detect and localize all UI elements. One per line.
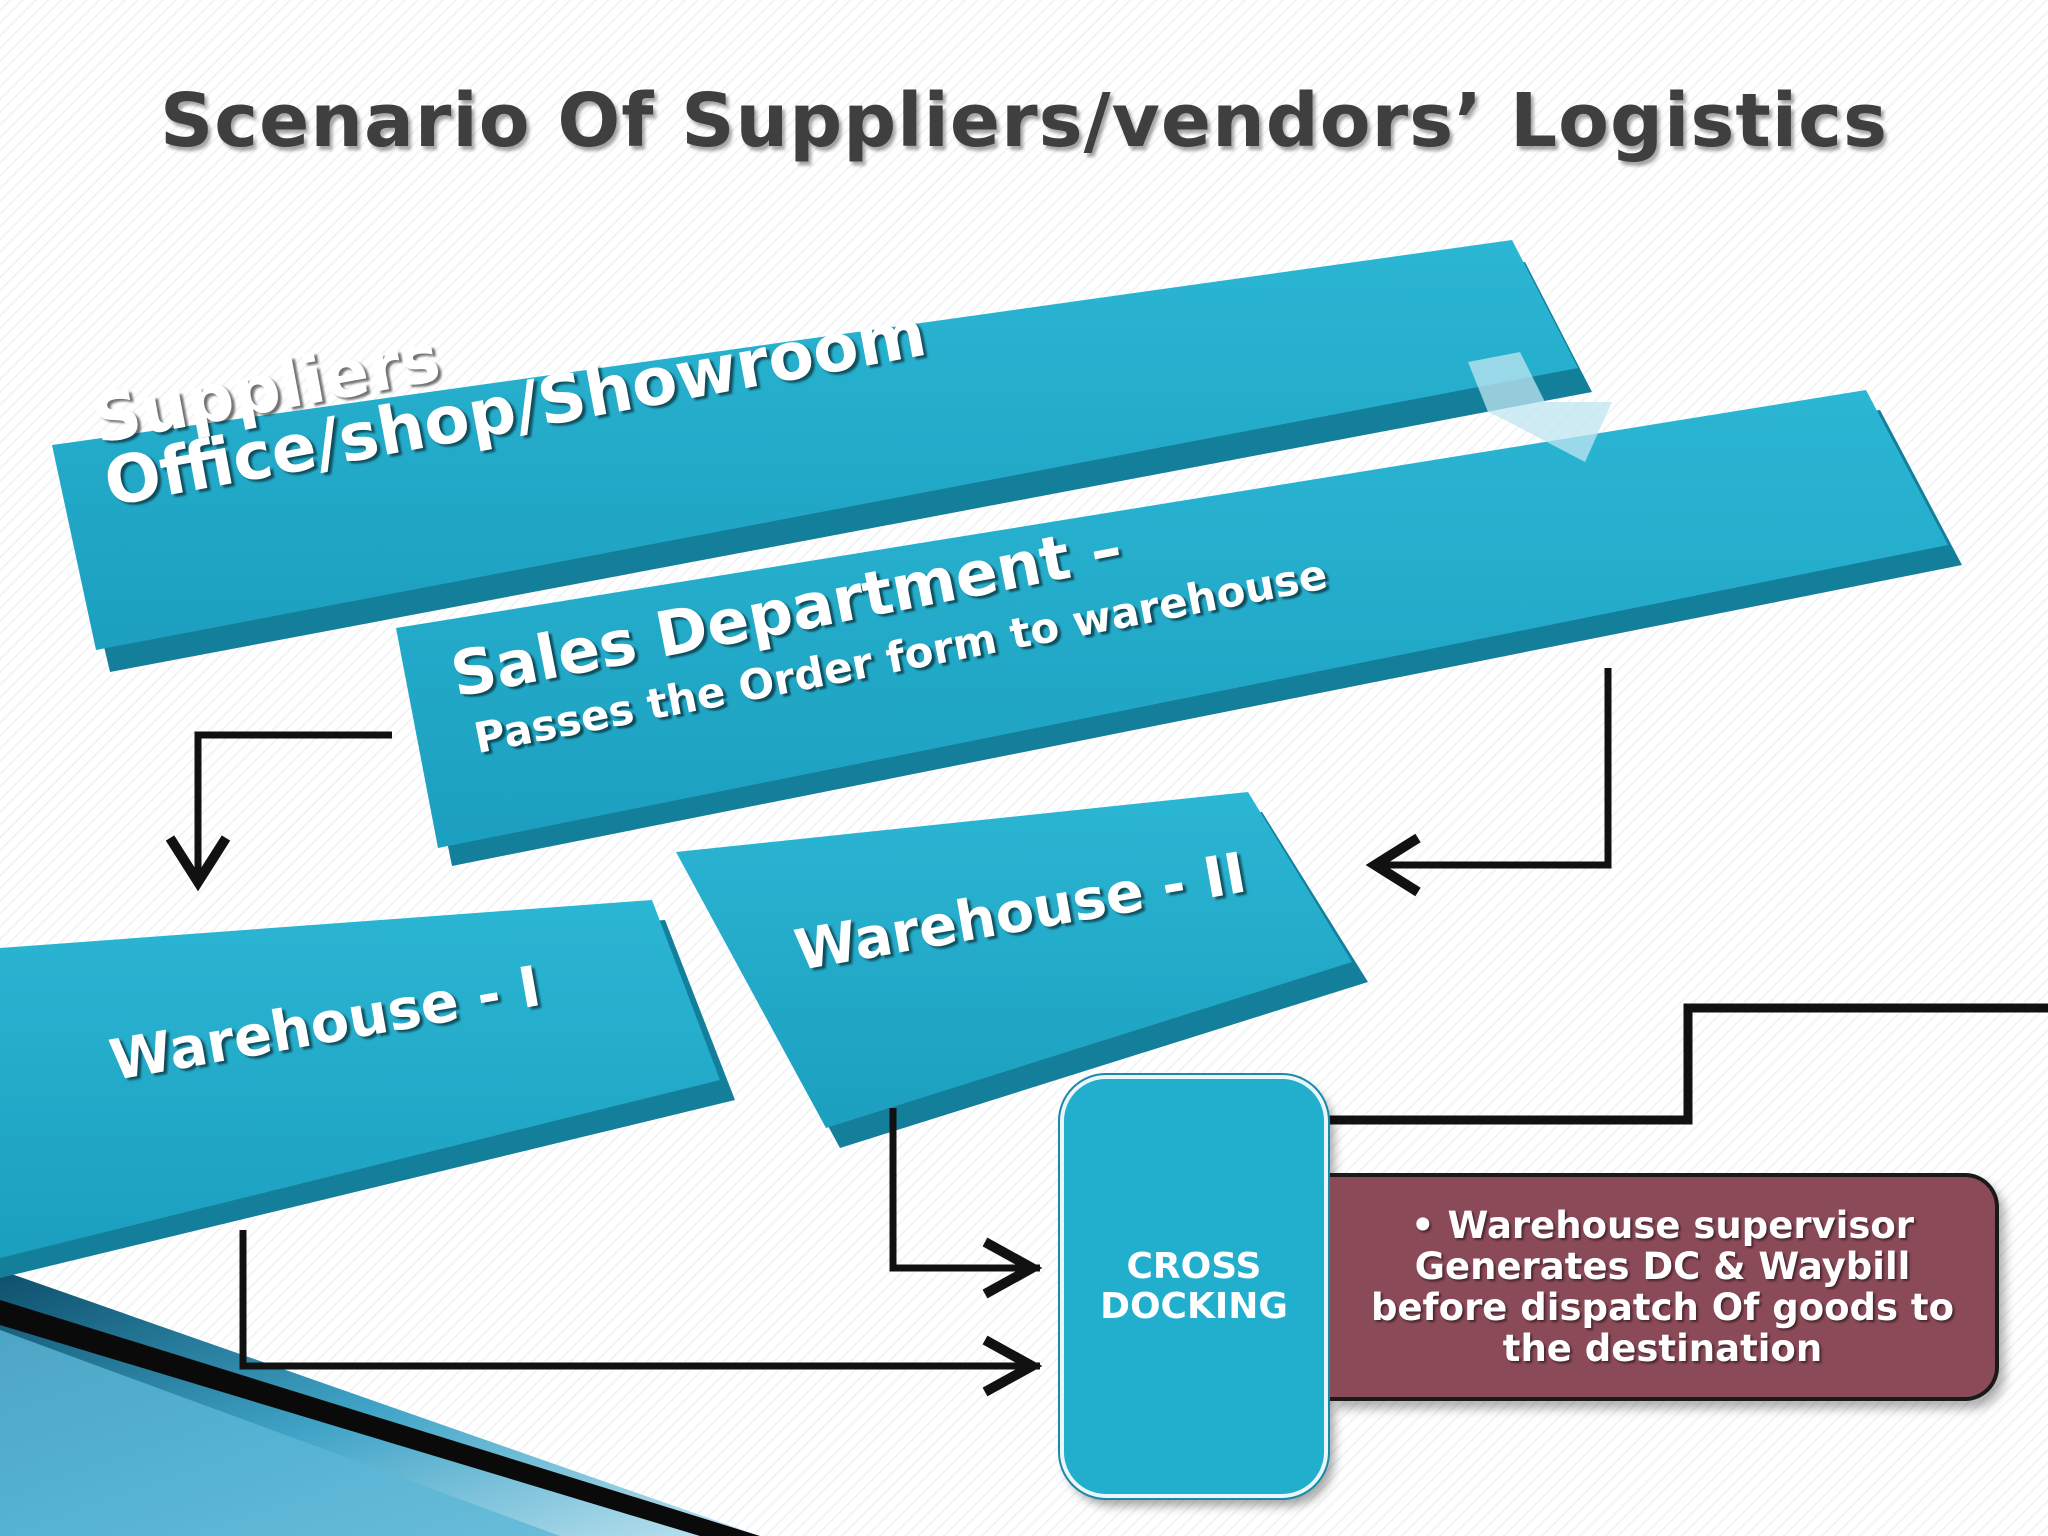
- arrow-to-warehouse-1: [165, 731, 392, 892]
- arrow-warehouse-2-to-cross-docking: [889, 1108, 1043, 1299]
- sales-department-block: [396, 390, 1962, 866]
- arrow-warehouse-1-to-cross-docking: [239, 1230, 1043, 1397]
- arrow-to-warehouse-2: [1365, 668, 1612, 897]
- warehouse-1-block: [0, 900, 735, 1278]
- connector-cross-docking-to-note: [1315, 1003, 2048, 1125]
- supervisor-note-box: • Warehouse supervisor Generates DC & Wa…: [1330, 1173, 1999, 1401]
- cross-docking-label: CROSS DOCKING: [1100, 1245, 1288, 1327]
- suppliers-block: [52, 240, 1592, 672]
- page-title: Scenario Of Suppliers/vendors’ Logistics: [159, 78, 1889, 164]
- supervisor-note-text: • Warehouse supervisor Generates DC & Wa…: [1370, 1204, 1955, 1370]
- warehouse-2-block: [676, 792, 1368, 1148]
- corner-swoosh-decoration: [0, 1270, 760, 1536]
- cross-docking-block: CROSS DOCKING: [1060, 1075, 1328, 1498]
- down-arrow-icon: [1468, 352, 1612, 462]
